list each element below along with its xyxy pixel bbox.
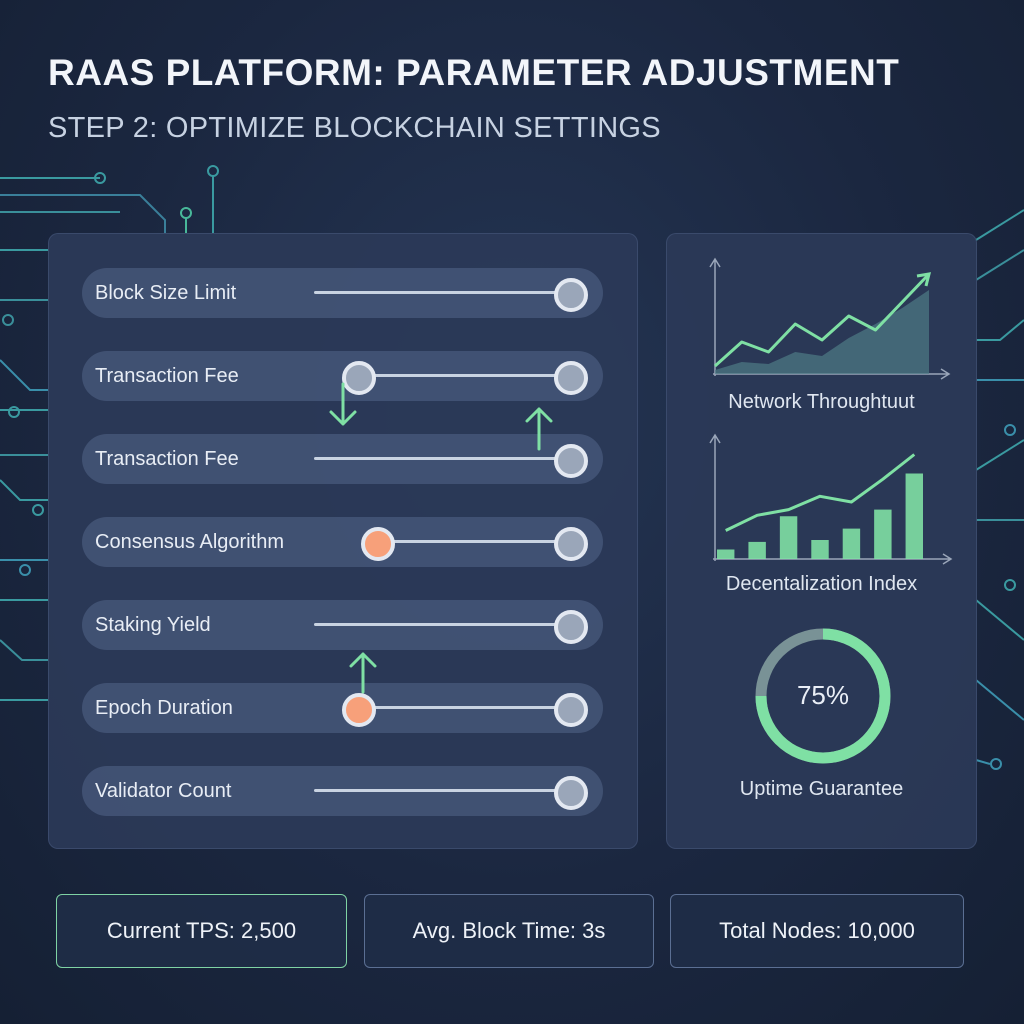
param-label: Transaction Fee xyxy=(95,365,239,387)
stat-current-tps: Current TPS: 2,500 xyxy=(56,894,347,968)
param-row-validator-count: Validator Count xyxy=(82,766,603,816)
stat-total-nodes: Total Nodes: 10,000 xyxy=(670,894,964,968)
slider-knob-min[interactable] xyxy=(342,361,376,395)
slider-knob-max[interactable] xyxy=(554,361,588,395)
param-label: Block Size Limit xyxy=(95,282,237,304)
param-label: Staking Yield xyxy=(95,614,211,636)
parameter-panel: Block Size Limit Transaction Fee Transac… xyxy=(48,233,638,849)
stat-text: Current TPS: 2,500 xyxy=(106,918,297,943)
trend-line xyxy=(725,453,916,532)
slider-track[interactable] xyxy=(354,706,574,709)
adjustment-arrows xyxy=(329,382,553,694)
y-axis xyxy=(709,257,721,376)
param-row-transaction-fee: Transaction Fee xyxy=(82,434,603,484)
area-series xyxy=(715,290,929,374)
slider-knob-max[interactable] xyxy=(554,693,588,727)
bar xyxy=(874,509,892,559)
stat-text: Avg. Block Time: 3s xyxy=(412,918,606,943)
param-row-transaction-fee-range: Transaction Fee xyxy=(82,351,603,401)
uptime-donut xyxy=(755,628,891,764)
param-label: Consensus Algorithm xyxy=(95,531,284,553)
page-title: RAAS PLATFORM: PARAMETER ADJUSTMENT xyxy=(48,52,900,93)
slider-track[interactable] xyxy=(314,457,574,460)
arrow-up-icon xyxy=(349,652,377,694)
decentralization-chart xyxy=(709,433,953,565)
slider-track[interactable] xyxy=(314,789,574,792)
slider-track[interactable] xyxy=(354,374,574,377)
slider-knob[interactable] xyxy=(554,278,588,312)
decentralization-label: Decentalization Index xyxy=(725,573,918,595)
slider-track[interactable] xyxy=(314,623,574,626)
slider-track[interactable] xyxy=(372,540,574,543)
slider-knob-min[interactable] xyxy=(342,693,376,727)
network-throughput-chart xyxy=(709,257,951,380)
arrow-down-icon xyxy=(329,382,357,426)
line-series xyxy=(713,272,931,368)
slider-track[interactable] xyxy=(314,291,574,294)
stat-block-time: Avg. Block Time: 3s xyxy=(364,894,654,968)
y-axis xyxy=(709,433,721,561)
param-label: Epoch Duration xyxy=(95,697,233,719)
bar xyxy=(811,540,829,559)
donut-value-arc xyxy=(755,628,891,764)
slider-knob[interactable] xyxy=(554,610,588,644)
bar xyxy=(717,549,735,559)
arrow-up-icon xyxy=(525,407,553,451)
uptime-label: Uptime Guarantee xyxy=(739,778,904,800)
bar xyxy=(779,516,798,559)
param-row-epoch-duration: Epoch Duration xyxy=(82,683,603,733)
param-row-block-size: Block Size Limit xyxy=(82,268,603,318)
param-label: Transaction Fee xyxy=(95,448,239,470)
param-row-consensus: Consensus Algorithm xyxy=(82,517,603,567)
slider-knob[interactable] xyxy=(554,776,588,810)
slider-knob-min[interactable] xyxy=(361,527,395,561)
stat-text: Total Nodes: 10,000 xyxy=(719,918,915,943)
slider-knob[interactable] xyxy=(554,444,588,478)
slider-knob-max[interactable] xyxy=(554,527,588,561)
bar xyxy=(905,473,923,559)
metrics-panel: Network Throughtuut Decentalization Inde… xyxy=(666,233,977,849)
network-throughput-label: Network Throughtuut xyxy=(728,391,915,413)
param-label: Validator Count xyxy=(95,780,232,802)
trend-arrow-icon xyxy=(916,272,932,287)
uptime-value: 75% xyxy=(796,680,850,710)
bar xyxy=(842,528,861,559)
param-row-staking-yield: Staking Yield xyxy=(82,600,603,650)
page-subtitle: STEP 2: OPTIMIZE BLOCKCHAIN SETTINGS xyxy=(48,112,661,144)
bar xyxy=(748,541,766,559)
